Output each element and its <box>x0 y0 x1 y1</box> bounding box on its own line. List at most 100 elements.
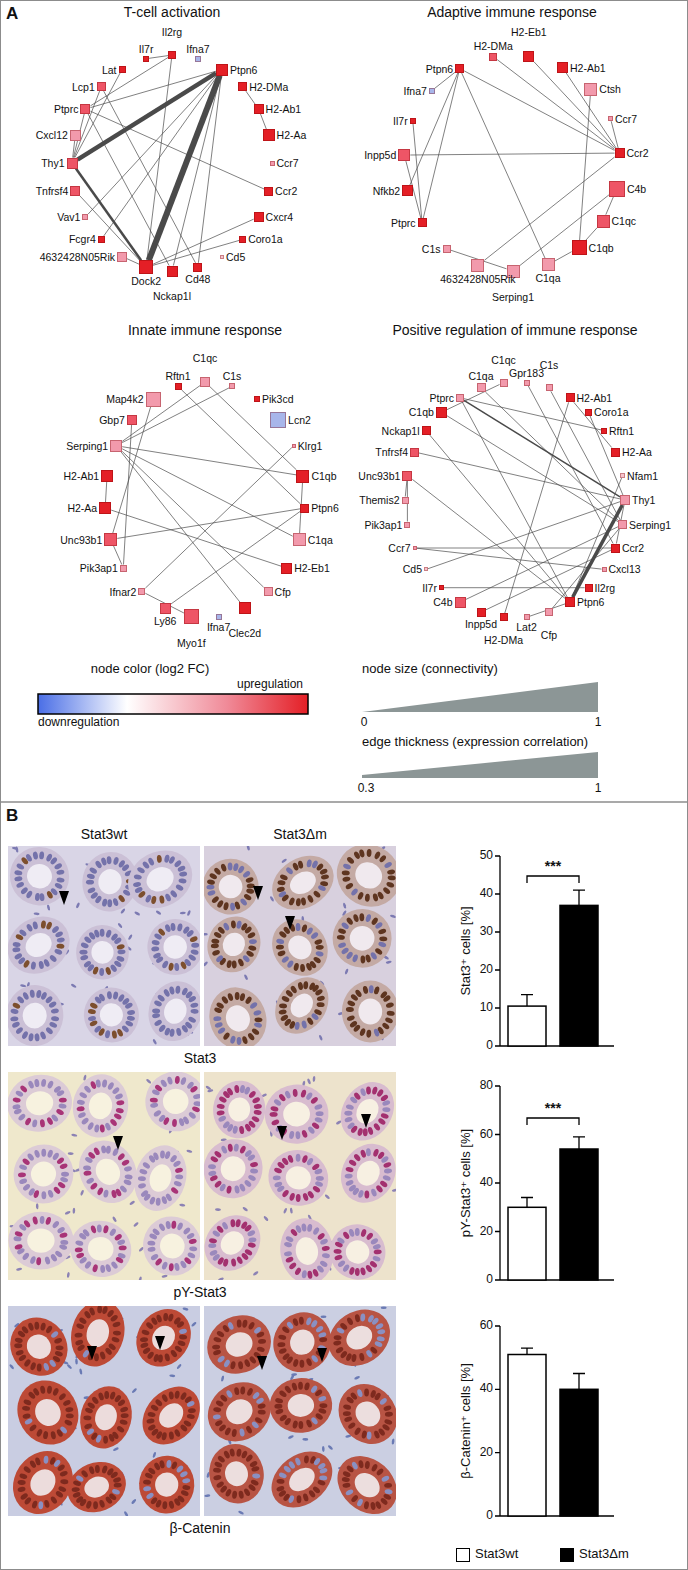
nucleus <box>17 956 26 965</box>
nucleus <box>155 1430 163 1439</box>
nucleus <box>171 1461 179 1470</box>
nucleus <box>387 875 395 880</box>
figure-label: 0.3 <box>358 782 375 796</box>
figure-label: 20 <box>480 1225 493 1239</box>
nucleus <box>111 1086 120 1095</box>
nucleus <box>231 1429 237 1438</box>
nucleus <box>354 1314 360 1323</box>
nucleus <box>76 1106 84 1112</box>
nucleus <box>345 1179 354 1187</box>
crypt-lumen <box>350 857 387 894</box>
stroma-nucleus <box>344 968 349 975</box>
nucleus <box>124 1174 133 1180</box>
nucleus <box>41 1191 46 1199</box>
nucleus <box>153 1109 162 1117</box>
gene-node: C1qb <box>436 407 447 418</box>
nucleus <box>89 1002 98 1010</box>
nucleus <box>105 1264 112 1273</box>
nucleus <box>121 863 130 872</box>
correlation-edge <box>530 604 566 616</box>
nucleus <box>346 1015 355 1022</box>
nucleus <box>112 991 118 1000</box>
nucleus <box>238 1490 244 1499</box>
gene-node: Nckap1l <box>167 266 178 277</box>
gene-label: Ccr2 <box>622 542 644 554</box>
gene-label: Ifna7 <box>207 621 230 633</box>
nucleus <box>228 862 233 870</box>
gene-label: Tnfrsf4 <box>36 185 69 197</box>
nucleus <box>315 1325 324 1334</box>
nucleus <box>137 890 146 899</box>
figure-label: 40 <box>480 1382 493 1396</box>
nucleus <box>342 1477 351 1483</box>
nucleus <box>86 880 94 885</box>
nucleus <box>39 1216 44 1224</box>
stroma-nucleus <box>15 846 19 852</box>
crypt <box>8 1136 82 1213</box>
nucleus <box>225 1389 233 1398</box>
crypt-epithelium <box>8 1306 79 1387</box>
nucleus <box>183 1256 192 1265</box>
nucleus <box>361 1430 368 1439</box>
nucleus <box>245 1454 254 1463</box>
crypt-epithelium <box>326 1372 396 1456</box>
gene-node: Gpr183 <box>524 380 530 386</box>
nucleus <box>237 865 245 874</box>
nucleus <box>15 1349 24 1356</box>
nucleus <box>116 1425 125 1434</box>
nucleus <box>254 1022 263 1029</box>
gene-node: Ptprc <box>418 218 427 227</box>
gene-label: C1qb <box>589 242 614 254</box>
correlation-edge <box>171 511 301 604</box>
stroma-nucleus <box>221 1375 225 1381</box>
stroma-nucleus <box>123 1511 128 1516</box>
crypt-epithelium <box>125 1306 200 1377</box>
gene-label: C4b <box>627 183 646 195</box>
nucleus <box>49 1021 58 1029</box>
nucleus <box>14 876 23 882</box>
crypt-lumen <box>85 1234 115 1263</box>
nucleus <box>366 1148 371 1156</box>
nucleus <box>27 1322 34 1331</box>
nucleus <box>83 960 92 969</box>
crypt-epithelium <box>143 915 200 980</box>
nucleus <box>168 962 174 971</box>
gene-label: Pik3ap1 <box>80 562 118 574</box>
legend-text: Stat3wt <box>475 1547 518 1562</box>
nucleus <box>223 1359 231 1368</box>
nucleus <box>364 1461 370 1470</box>
stroma-nucleus <box>281 858 287 864</box>
stroma-nucleus <box>68 1152 74 1155</box>
gene-label: H2-Ab1 <box>266 103 302 115</box>
nucleus <box>190 1009 198 1014</box>
nucleus <box>295 1224 303 1233</box>
nucleus <box>52 1387 60 1396</box>
nucleus <box>174 963 179 971</box>
nucleus <box>279 874 288 882</box>
nucleus <box>94 1353 99 1361</box>
gene-node: C1qa <box>477 383 486 392</box>
crypt-lumen <box>287 1393 315 1418</box>
gene-label: Rftn1 <box>165 370 190 382</box>
crypt-epithelium <box>262 1143 334 1212</box>
nucleus <box>75 1240 84 1247</box>
nucleus <box>20 886 29 895</box>
gene-label: Ptprc <box>391 217 416 229</box>
nucleus <box>51 1016 60 1022</box>
nucleus <box>298 1421 303 1429</box>
stroma-nucleus <box>290 1207 294 1213</box>
nucleus <box>38 1501 43 1509</box>
gene-label: Dock2 <box>131 275 161 287</box>
nucleus <box>175 1167 184 1174</box>
nucleus <box>133 881 142 887</box>
significance-bracket <box>527 1118 579 1125</box>
nucleus <box>385 1412 393 1417</box>
nucleus <box>108 1433 115 1442</box>
correlation-edge <box>90 111 264 189</box>
nucleus <box>80 954 89 961</box>
nucleus <box>345 882 354 890</box>
nucleus <box>191 1106 200 1113</box>
nucleus <box>157 994 166 1003</box>
nucleus <box>179 871 188 877</box>
nucleus <box>22 991 30 1000</box>
